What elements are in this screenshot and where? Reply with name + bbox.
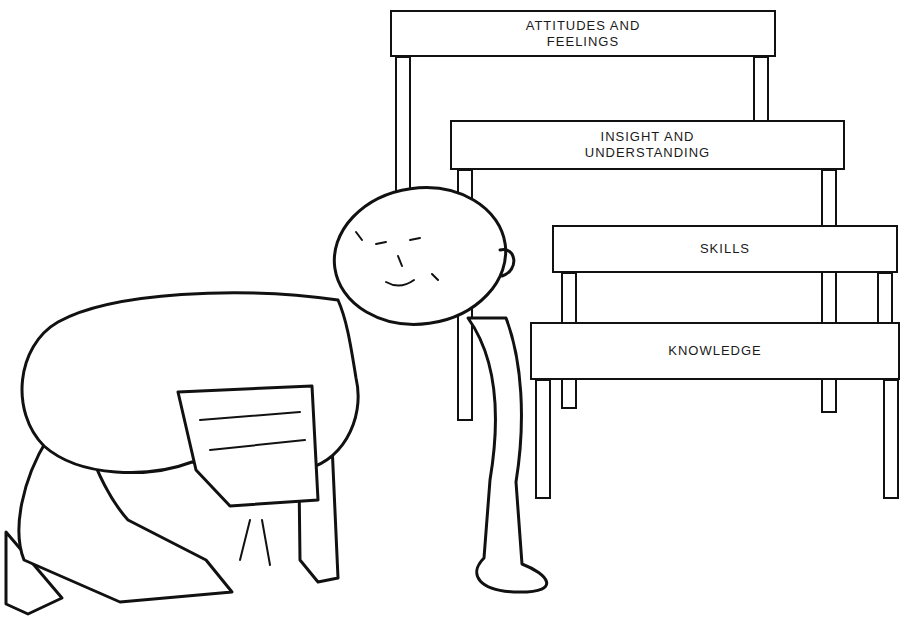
stool-label: SKILLS bbox=[700, 241, 750, 257]
stool-label: INSIGHT AND UNDERSTANDING bbox=[563, 129, 733, 161]
stool-seat-label: SKILLS bbox=[552, 225, 898, 273]
stool-seat-label: ATTITUDES AND FEELINGS bbox=[390, 10, 776, 57]
stool-label: ATTITUDES AND FEELINGS bbox=[498, 18, 668, 50]
stool-seat-label: KNOWLEDGE bbox=[530, 322, 900, 380]
child-face bbox=[200, 232, 438, 565]
child-figure bbox=[6, 177, 547, 614]
stool-seat-label: INSIGHT AND UNDERSTANDING bbox=[450, 120, 845, 170]
stool-label: KNOWLEDGE bbox=[668, 343, 762, 359]
